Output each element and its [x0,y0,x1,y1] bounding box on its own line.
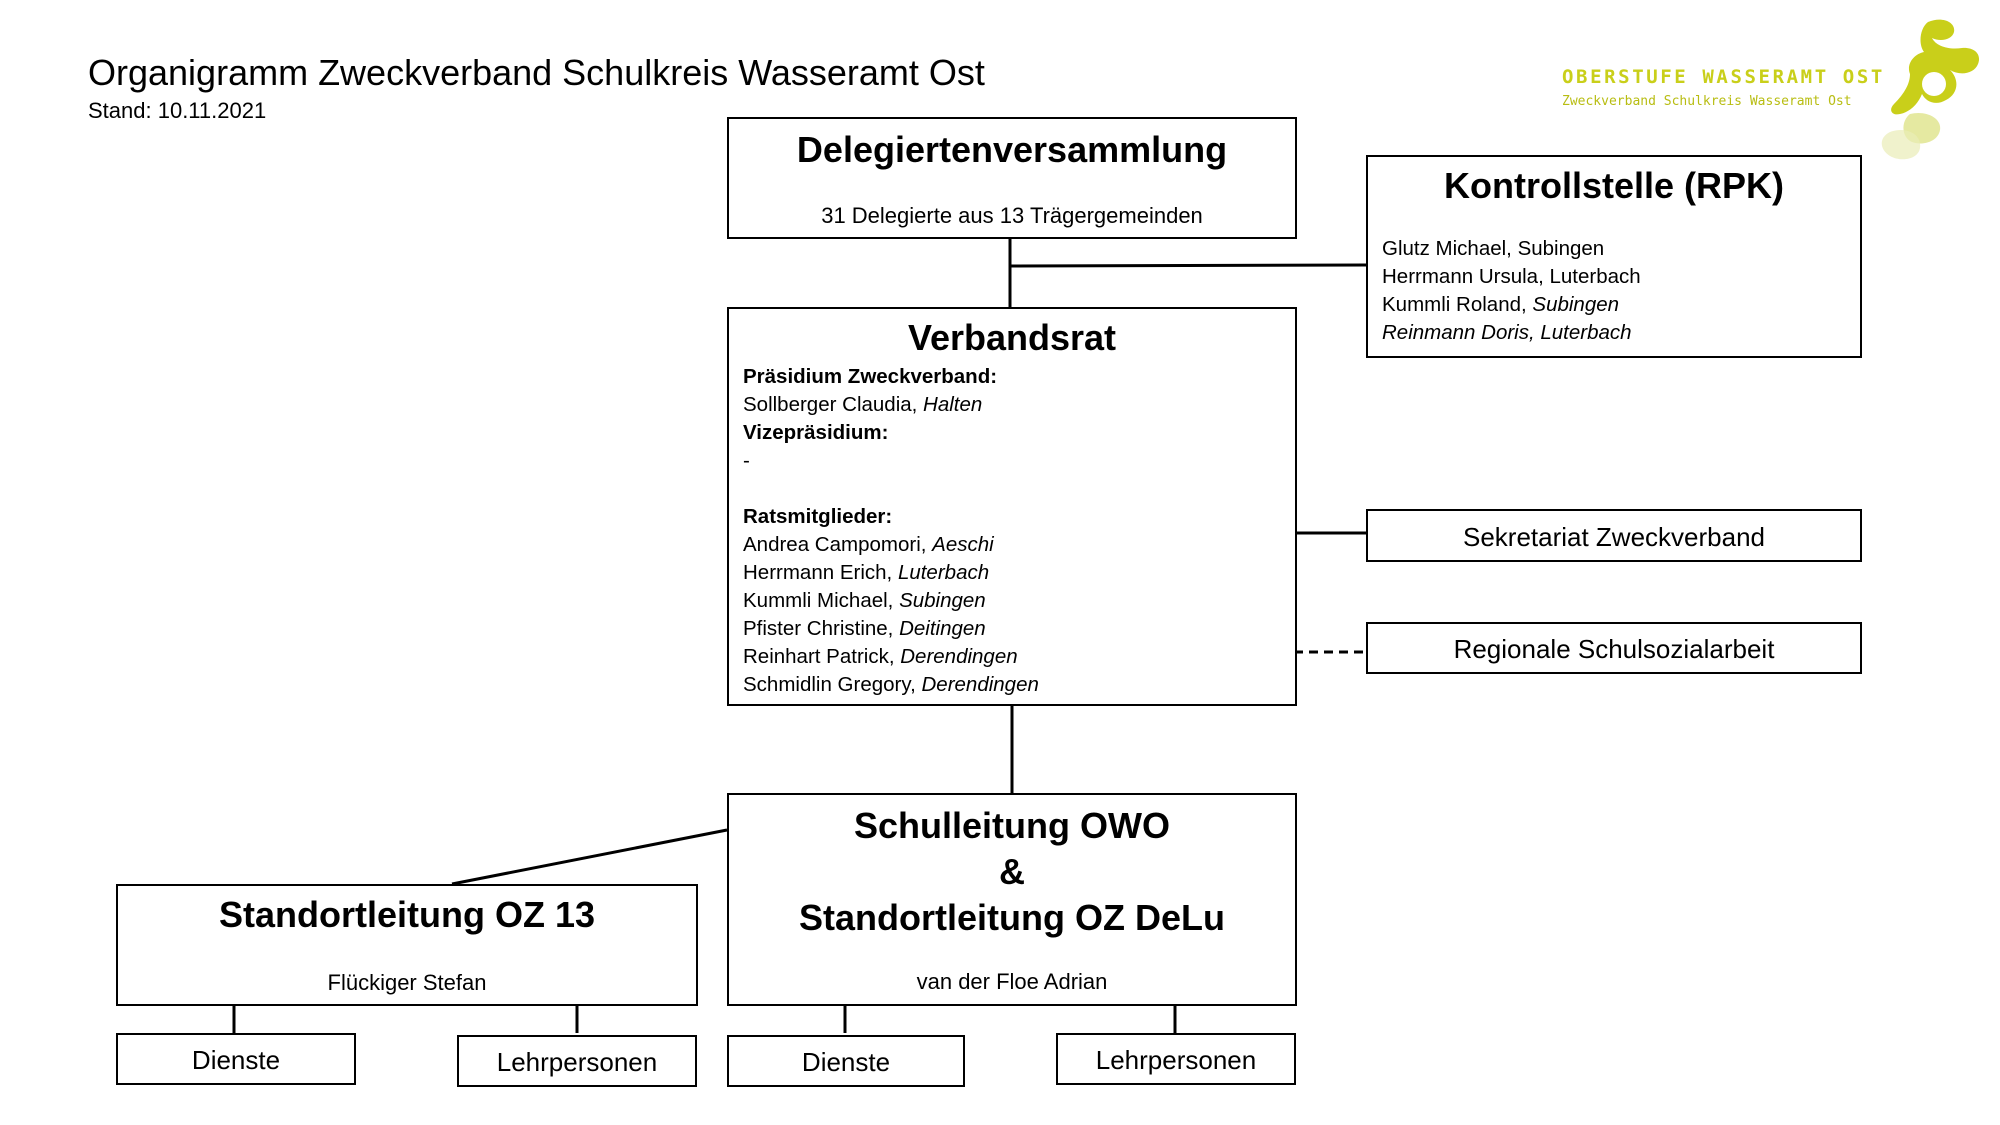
list-item: Glutz Michael, Subingen [1382,237,1605,260]
schulleitung-box: Schulleitung OWO & Standortleitung OZ De… [727,793,1297,1006]
list-item: Herrmann Erich, Luterbach [743,561,990,584]
standortleitung-oz13-box: Standortleitung OZ 13 Flückiger Stefan [116,884,698,1006]
lehrpersonen-left-box: Lehrpersonen [457,1035,697,1087]
dienste-right-box: Dienste [727,1035,965,1087]
list-item: Kummli Michael, Subingen [743,589,986,612]
list-item: Reinmann Doris, Luterbach [1382,321,1632,344]
standortleitung-oz13-person: Flückiger Stefan [327,970,487,995]
lehrpersonen-left-label: Lehrpersonen [496,1047,658,1077]
dienste-left-box: Dienste [116,1033,356,1085]
vizepraesidium-value: - [743,449,750,472]
dienste-left-label: Dienste [191,1045,281,1075]
logo-subtitle: Zweckverband Schulkreis Wasseramt Ost [1562,94,1852,109]
schulleitung-heading: Schulleitung OWO & Standortleitung OZ De… [799,805,1225,938]
schulsozialarbeit-label: Regionale Schulsozialarbeit [1453,634,1775,664]
kontrollstelle-heading: Kontrollstelle (RPK) [1443,165,1784,206]
page-title: Organigramm Zweckverband Schulkreis Wass… [88,52,985,93]
praesidium-label: Präsidium Zweckverband: [743,365,998,388]
standortleitung-oz13-heading: Standortleitung OZ 13 [218,894,595,935]
list-item: Pfister Christine, Deitingen [743,617,986,640]
kontrollstelle-members: Glutz Michael, Subingen Herrmann Ursula,… [1382,235,1641,347]
ratsmitglieder-label: Ratsmitglieder: [743,505,893,528]
logo-figure-icon [1881,19,1980,160]
list-item: Sollberger Claudia, Halten [743,393,983,416]
list-item: Kummli Roland, Subingen [1382,293,1620,316]
logo-title: OBERSTUFE WASSERAMT OST [1562,66,1885,88]
stand-date: Stand: 10.11.2021 [88,98,267,123]
list-item: Herrmann Ursula, Luterbach [1382,265,1641,288]
sekretariat-box: Sekretariat Zweckverband [1366,509,1862,562]
delegiertenversammlung-box: Delegiertenversammlung 31 Delegierte aus… [727,117,1297,239]
verbandsrat-heading: Verbandsrat [907,317,1117,358]
kontrollstelle-box: Kontrollstelle (RPK) Glutz Michael, Subi… [1366,155,1862,358]
schulleitung-person: van der Floe Adrian [916,969,1108,994]
lehrpersonen-right-label: Lehrpersonen [1095,1045,1257,1075]
verbandsrat-box: Verbandsrat Präsidium Zweckverband: Soll… [727,307,1297,706]
dienste-right-label: Dienste [801,1047,891,1077]
verbandsrat-members: Präsidium Zweckverband: Sollberger Claud… [743,363,1039,699]
schulsozialarbeit-box: Regionale Schulsozialarbeit [1366,622,1862,674]
delegiertenversammlung-heading: Delegiertenversammlung [796,129,1228,170]
list-item: Schmidlin Gregory, Derendingen [743,673,1039,696]
list-item: Reinhart Patrick, Derendingen [743,645,1018,668]
delegiertenversammlung-text: 31 Delegierte aus 13 Trägergemeinden [821,203,1203,228]
lehrpersonen-right-box: Lehrpersonen [1056,1033,1296,1085]
sekretariat-label: Sekretariat Zweckverband [1462,522,1766,552]
list-item: Andrea Campomori, Aeschi [743,533,994,556]
vizepraesidium-label: Vizepräsidium: [743,421,889,444]
